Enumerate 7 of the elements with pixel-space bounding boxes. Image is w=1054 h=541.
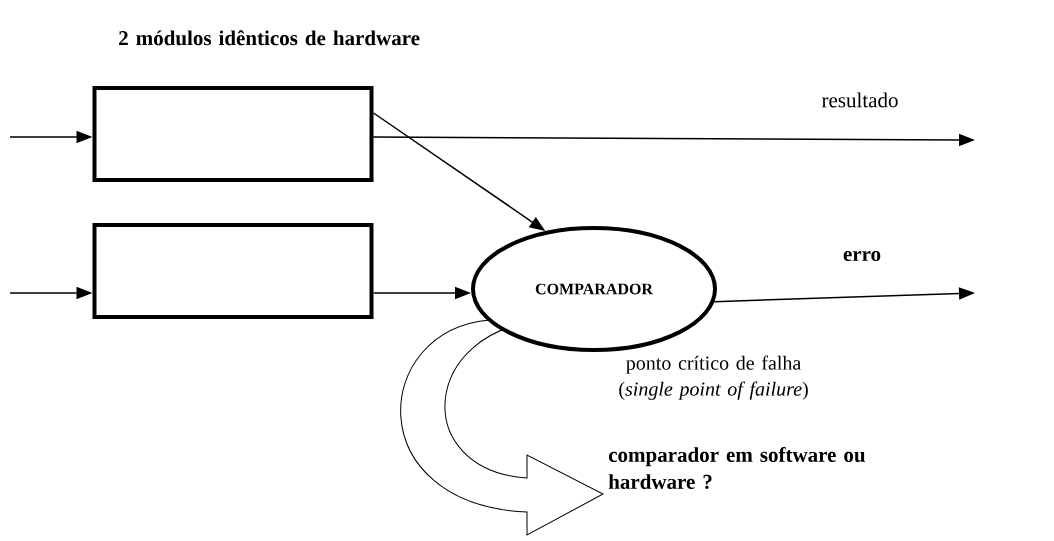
edge-label: resultado — [820, 91, 900, 109]
edge-label: erro — [841, 249, 883, 263]
label-text: 2 módulos idênticos de hardware — [119, 30, 420, 46]
label-text: comparador em software ou hardware ? — [608, 446, 866, 490]
note-text: ponto crítico de falha (single point of failure) — [619, 355, 808, 400]
module-box — [92, 86, 374, 182]
module-box — [92, 223, 374, 319]
